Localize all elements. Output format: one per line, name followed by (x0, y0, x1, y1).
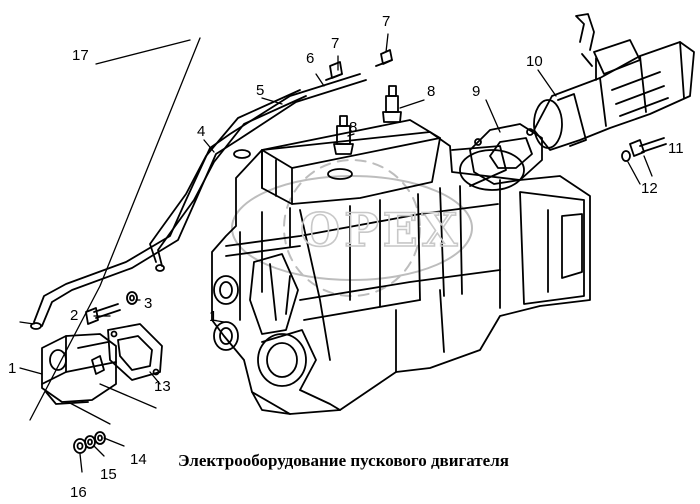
callout-8-left: 8 (349, 119, 358, 136)
callout-14: 14 (130, 451, 147, 468)
callout-6: 6 (306, 50, 315, 67)
callout-9: 9 (472, 83, 481, 100)
callout-1-magneto: 1 (8, 360, 17, 377)
callout-4: 4 (197, 123, 206, 140)
callout-5: 5 (256, 82, 265, 99)
callout-8-right: 8 (427, 83, 436, 100)
callout-15: 15 (100, 466, 117, 483)
washer-12 (621, 150, 631, 162)
starter-motor (533, 13, 695, 151)
bolt-11 (629, 137, 667, 157)
callout-1-port: 1 (209, 308, 218, 325)
flange-gasket (469, 123, 543, 185)
ignition-wire-bundle (30, 73, 367, 330)
engine-block (211, 119, 591, 415)
callout-7-lower: 7 (331, 35, 340, 52)
leader-lines (19, 33, 653, 473)
washer-15 (84, 435, 96, 449)
callout-2: 2 (70, 307, 79, 324)
callout-12: 12 (641, 180, 658, 197)
callout-13: 13 (154, 378, 171, 395)
cylinder-head-cover (261, 119, 441, 205)
callout-11: 11 (668, 140, 684, 157)
bolt-2 (85, 303, 121, 325)
watermark-text: OPEX (300, 203, 461, 257)
callout-16: 16 (70, 484, 87, 501)
spark-plug-right (382, 85, 402, 123)
callout-7-upper: 7 (382, 13, 391, 30)
figure-caption: Электрооборудование пускового двигателя (178, 451, 509, 470)
ignition-magneto (41, 333, 117, 405)
callout-17: 17 (72, 47, 89, 64)
spark-plug-left (333, 115, 354, 155)
callout-3: 3 (144, 295, 153, 312)
wire-terminal-7-lower (325, 61, 343, 81)
callout-10: 10 (526, 53, 543, 70)
magneto-gasket (107, 323, 163, 381)
wire-terminal-7-upper (375, 49, 393, 67)
washer-3 (126, 291, 138, 305)
